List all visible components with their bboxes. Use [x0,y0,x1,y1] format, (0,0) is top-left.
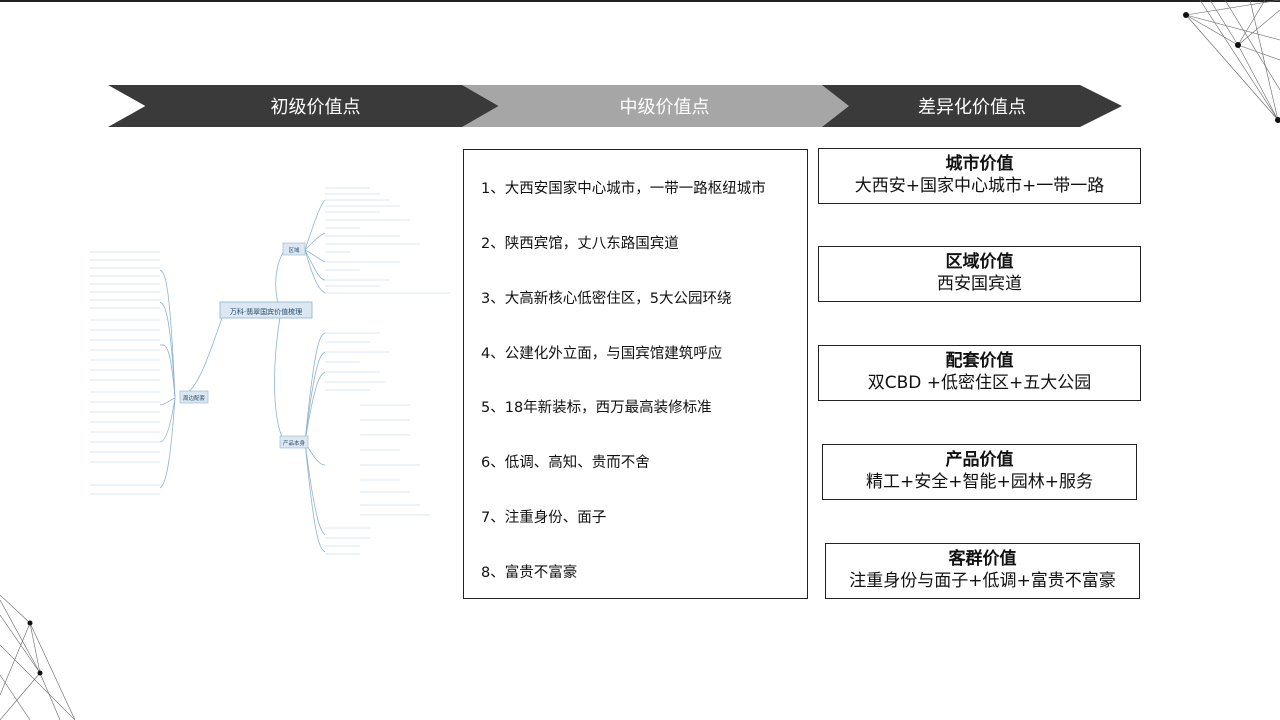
network-decoration-top-right [1180,0,1280,125]
stage-initial-label: 初级价值点 [271,93,361,119]
product-value-box: 产品价值 精工+安全+智能+园林+服务 [822,444,1137,500]
stage-intermediate-value-chevron: 中级价值点 [462,85,867,127]
mindmap-branch-area: 区域 [288,246,300,254]
top-rule [0,0,1280,2]
mindmap-branch-product: 产品本身 [283,439,306,447]
value-description: 双CBD +低密住区+五大公园 [819,372,1140,394]
value-description: 大西安+国家中心城市+一带一路 [819,175,1140,197]
customer-value-box: 客群价值 注重身份与面子+低调+富贵不富豪 [825,543,1140,599]
value-title: 产品价值 [823,449,1136,471]
list-item: 6、低调、高知、贵而不舍 [481,451,650,472]
value-title: 配套价值 [819,350,1140,372]
list-item: 7、注重身份、面子 [481,506,606,527]
list-item: 5、18年新装标，西万最高装修标准 [481,396,712,417]
list-item: 4、公建化外立面，与国宾馆建筑呼应 [481,342,722,363]
list-item: 2、陕西宾馆，丈八东路国宾道 [481,232,679,253]
district-value-box: 区域价值 西安国宾道 [818,246,1141,302]
value-title: 城市价值 [819,153,1140,175]
stage-differentiated-label: 差异化价值点 [918,93,1026,119]
list-item: 1、大西安国家中心城市，一带一路枢纽城市 [481,177,766,198]
value-mindmap-image: 万科·翡翠国宾价值梳理 区域 周边配套 产品本身 [80,180,460,560]
stage-differentiated-value-chevron: 差异化价值点 [822,85,1122,127]
value-title: 区域价值 [819,251,1140,273]
value-title: 客群价值 [826,548,1139,570]
stage-intermediate-label: 中级价值点 [620,93,710,119]
city-value-box: 城市价值 大西安+国家中心城市+一带一路 [818,148,1141,204]
list-item: 8、富贵不富豪 [481,561,577,582]
amenity-value-box: 配套价值 双CBD +低密住区+五大公园 [818,345,1141,401]
list-item: 3、大高新核心低密住区，5大公园环绕 [481,287,731,308]
mindmap-branch-surroundings: 周边配套 [183,394,206,402]
value-description: 西安国宾道 [819,273,1140,295]
mindmap-root: 万科·翡翠国宾价值梳理 [230,307,302,316]
value-description: 注重身份与面子+低调+富贵不富豪 [826,570,1139,592]
network-decoration-bottom-left [0,595,75,720]
intermediate-value-list: 1、大西安国家中心城市，一带一路枢纽城市 2、陕西宾馆，丈八东路国宾道 3、大高… [463,149,808,599]
stage-initial-value-chevron: 初级价值点 [108,85,523,127]
value-description: 精工+安全+智能+园林+服务 [823,471,1136,493]
